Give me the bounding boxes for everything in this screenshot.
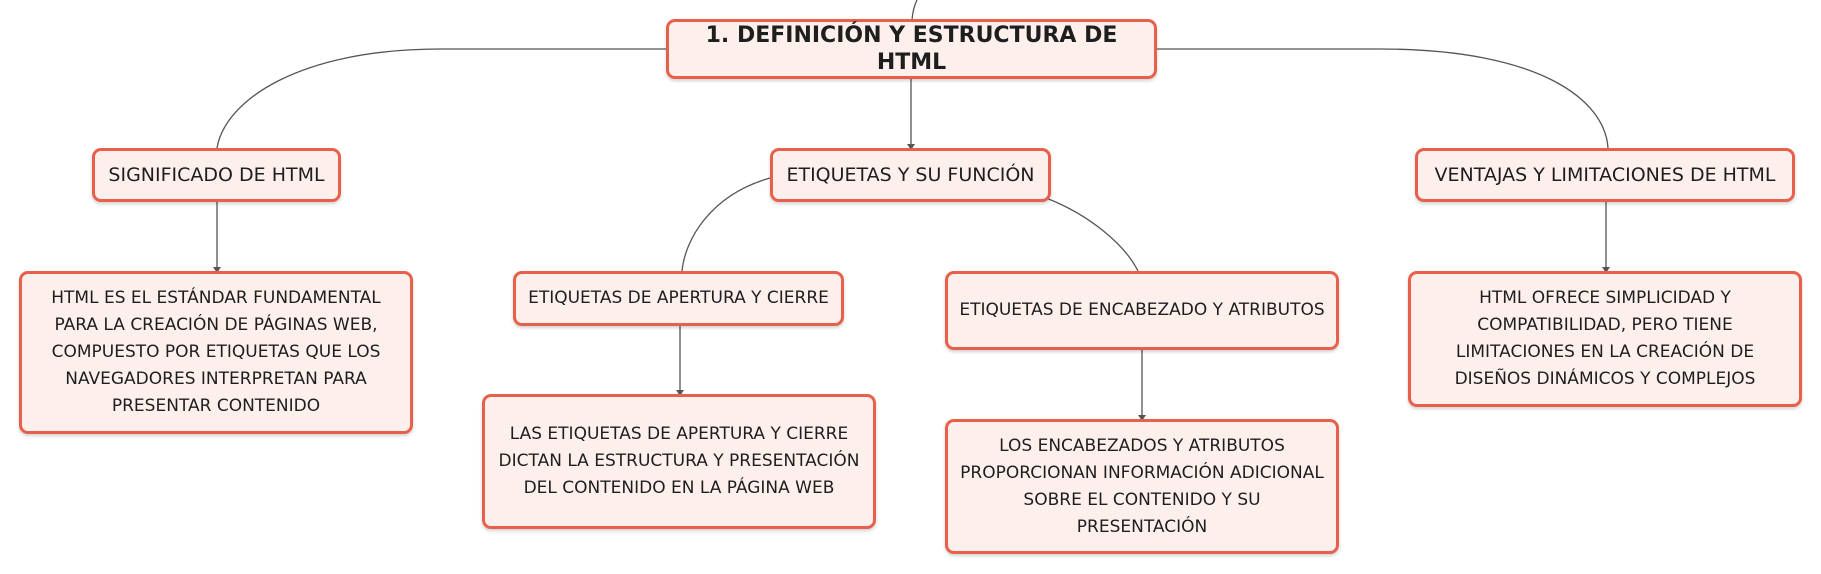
- connector-root-ventajas: [1156, 48, 1609, 149]
- node-encabezado[interactable]: ETIQUETAS DE ENCABEZADO Y ATRIBUTOS: [945, 271, 1339, 350]
- node-significado[interactable]: SIGNIFICADO DE HTML: [92, 148, 341, 202]
- connector-from-above: [911, 0, 918, 21]
- node-encabezado-detalle[interactable]: LOS ENCABEZADOS Y ATRIBUTOS PROPORCIONAN…: [945, 419, 1339, 554]
- connector-root-significado: [216, 48, 668, 149]
- root-node[interactable]: 1. DEFINICIÓN Y ESTRUCTURA DE HTML: [666, 19, 1157, 79]
- node-etiquetas[interactable]: ETIQUETAS Y SU FUNCIÓN: [770, 148, 1051, 202]
- node-encabezado-detalle-label: LOS ENCABEZADOS Y ATRIBUTOS PROPORCIONAN…: [960, 435, 1324, 537]
- node-ventajas-detalle[interactable]: HTML OFRECE SIMPLICIDAD Y COMPATIBILIDAD…: [1408, 271, 1802, 407]
- node-significado-label: SIGNIFICADO DE HTML: [108, 163, 325, 186]
- node-apertura-detalle-label: LAS ETIQUETAS DE APERTURA Y CIERRE DICTA…: [498, 424, 860, 498]
- node-apertura-detalle[interactable]: LAS ETIQUETAS DE APERTURA Y CIERRE DICTA…: [482, 394, 876, 529]
- arrowhead: [213, 267, 221, 273]
- node-ventajas[interactable]: VENTAJAS Y LIMITACIONES DE HTML: [1415, 148, 1795, 202]
- arrowhead: [676, 390, 684, 396]
- connector-etiquetas-encabezado: [1045, 197, 1139, 272]
- node-apertura-label: ETIQUETAS DE APERTURA Y CIERRE: [528, 288, 829, 308]
- root-node-label: 1. DEFINICIÓN Y ESTRUCTURA DE HTML: [705, 23, 1118, 75]
- arrowhead: [1138, 415, 1146, 421]
- node-ventajas-detalle-label: HTML OFRECE SIMPLICIDAD Y COMPATIBILIDAD…: [1454, 288, 1756, 389]
- node-significado-detalle[interactable]: HTML ES EL ESTÁNDAR FUNDAMENTAL PARA LA …: [19, 271, 413, 434]
- arrowhead: [1602, 267, 1610, 273]
- arrowhead: [907, 144, 915, 150]
- node-apertura[interactable]: ETIQUETAS DE APERTURA Y CIERRE: [513, 271, 844, 326]
- node-encabezado-label: ETIQUETAS DE ENCABEZADO Y ATRIBUTOS: [959, 300, 1325, 320]
- node-etiquetas-label: ETIQUETAS Y SU FUNCIÓN: [786, 163, 1035, 186]
- node-ventajas-label: VENTAJAS Y LIMITACIONES DE HTML: [1434, 163, 1776, 186]
- node-significado-detalle-label: HTML ES EL ESTÁNDAR FUNDAMENTAL PARA LA …: [51, 288, 381, 416]
- connector-etiquetas-apertura: [681, 177, 771, 272]
